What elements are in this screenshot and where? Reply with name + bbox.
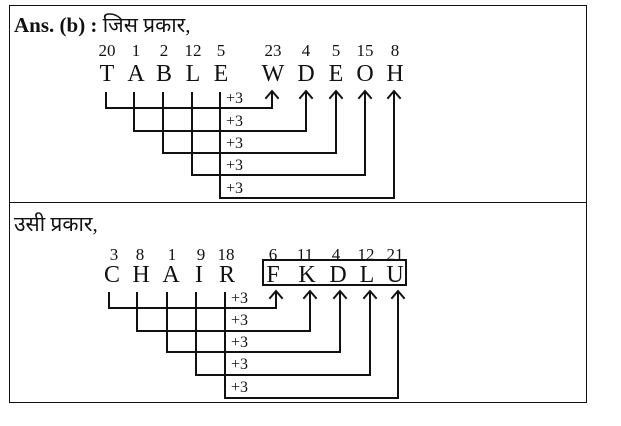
- source-letter: T: [99, 61, 115, 87]
- source-number: 1: [167, 245, 177, 264]
- result-number: 11: [296, 245, 314, 264]
- row-divider: [9, 202, 587, 203]
- plus-three-label: +3: [231, 290, 249, 307]
- result-number: 12: [357, 245, 375, 264]
- result-number: 21: [386, 245, 404, 264]
- result-letter: L: [359, 262, 375, 288]
- result-letter: H: [386, 61, 404, 87]
- section1-heading: Ans. (b) : जिस प्रकार,: [14, 15, 191, 36]
- result-number: 5: [331, 41, 341, 60]
- plus-three-label: +3: [231, 312, 249, 329]
- heading-text: जिस प्रकार,: [97, 13, 191, 37]
- source-number: 12: [184, 41, 202, 60]
- source-letter: A: [127, 61, 145, 87]
- answer-label: Ans. (b) :: [14, 13, 98, 37]
- result-letter: D: [297, 61, 315, 87]
- source-number: 8: [135, 245, 145, 264]
- plus-three-label: +3: [231, 379, 249, 396]
- result-letter: O: [356, 61, 374, 87]
- source-number: 18: [217, 245, 235, 264]
- result-number: 6: [268, 245, 278, 264]
- source-number: 9: [196, 245, 206, 264]
- source-number: 1: [131, 41, 141, 60]
- plus-three-label: +3: [226, 157, 244, 174]
- heading-text: उसी प्रकार,: [14, 212, 98, 236]
- result-letter: K: [298, 262, 316, 288]
- plus-three-label: +3: [226, 113, 244, 130]
- plus-three-label: +3: [226, 90, 244, 107]
- result-letter: U: [386, 262, 404, 288]
- result-number: 15: [356, 41, 374, 60]
- source-number: 20: [98, 41, 116, 60]
- plus-three-label: +3: [226, 180, 244, 197]
- result-number: 23: [264, 41, 282, 60]
- plus-three-label: +3: [226, 135, 244, 152]
- source-letter: L: [185, 61, 201, 87]
- source-number: 3: [109, 245, 119, 264]
- source-letter: C: [103, 262, 121, 288]
- result-number: 4: [301, 41, 311, 60]
- plus-three-label: +3: [231, 334, 249, 351]
- result-number: 4: [331, 245, 341, 264]
- result-letter: F: [266, 262, 280, 288]
- source-letter: A: [162, 262, 180, 288]
- source-number: 2: [159, 41, 169, 60]
- source-number: 5: [216, 41, 226, 60]
- result-letter: W: [261, 61, 285, 87]
- result-letter: D: [329, 262, 347, 288]
- result-number: 8: [390, 41, 400, 60]
- result-letter: E: [328, 61, 344, 87]
- answer-box: [262, 259, 407, 286]
- source-letter: B: [155, 61, 173, 87]
- answer-table: [9, 5, 587, 403]
- source-letter: H: [132, 262, 150, 288]
- section2-heading: उसी प्रकार,: [14, 214, 98, 235]
- plus-three-label: +3: [231, 356, 249, 373]
- source-letter: E: [213, 61, 229, 87]
- source-letter: I: [195, 262, 203, 288]
- source-letter: R: [218, 262, 236, 288]
